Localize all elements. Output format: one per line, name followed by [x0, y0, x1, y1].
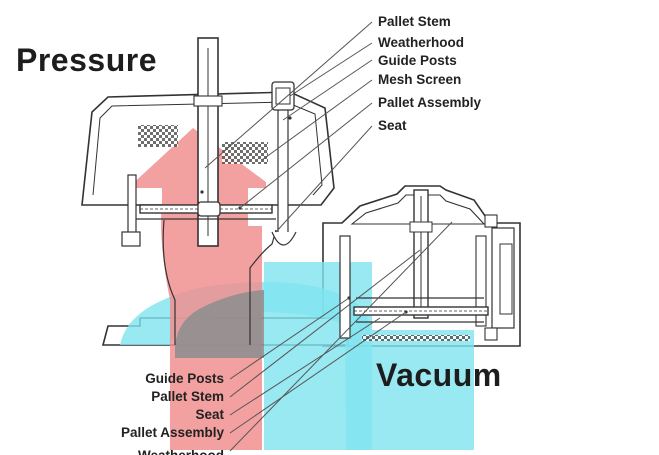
label-pallet-stem: Pallet Stem	[378, 14, 451, 29]
label-mesh-screen: Mesh Screen	[378, 72, 462, 87]
label-vacuum-weatherhood: Weatherhood	[70, 448, 224, 455]
label-seat: Seat	[378, 118, 407, 133]
label-vacuum-seat: Seat	[195, 407, 224, 422]
flow-overlap	[175, 290, 264, 358]
pressure-leader-lines	[204, 21, 373, 233]
vacuum-guide-post	[339, 235, 351, 339]
mesh-screen-right	[222, 142, 268, 164]
label-pallet-assembly: Pallet Assembly	[378, 95, 482, 110]
pressure-guide-post-left	[127, 174, 137, 238]
vacuum-weatherhood	[350, 194, 486, 225]
label-weatherhood: Weatherhood	[378, 35, 465, 50]
vacuum-title: Vacuum	[376, 357, 502, 393]
pressure-title: Pressure	[16, 42, 157, 78]
mesh-screen-left	[138, 125, 178, 147]
vacuum-right-flange	[491, 227, 515, 329]
mesh-screen-vacuum	[362, 335, 470, 341]
vacuum-leader-lines	[229, 221, 453, 452]
label-vacuum-guide-posts: Guide Posts	[145, 371, 224, 386]
label-vacuum-pallet-assembly: Pallet Assembly	[120, 425, 224, 440]
label-guide-posts: Guide Posts	[378, 53, 457, 68]
label-vacuum-pallet-stem: Pallet Stem	[151, 389, 224, 404]
